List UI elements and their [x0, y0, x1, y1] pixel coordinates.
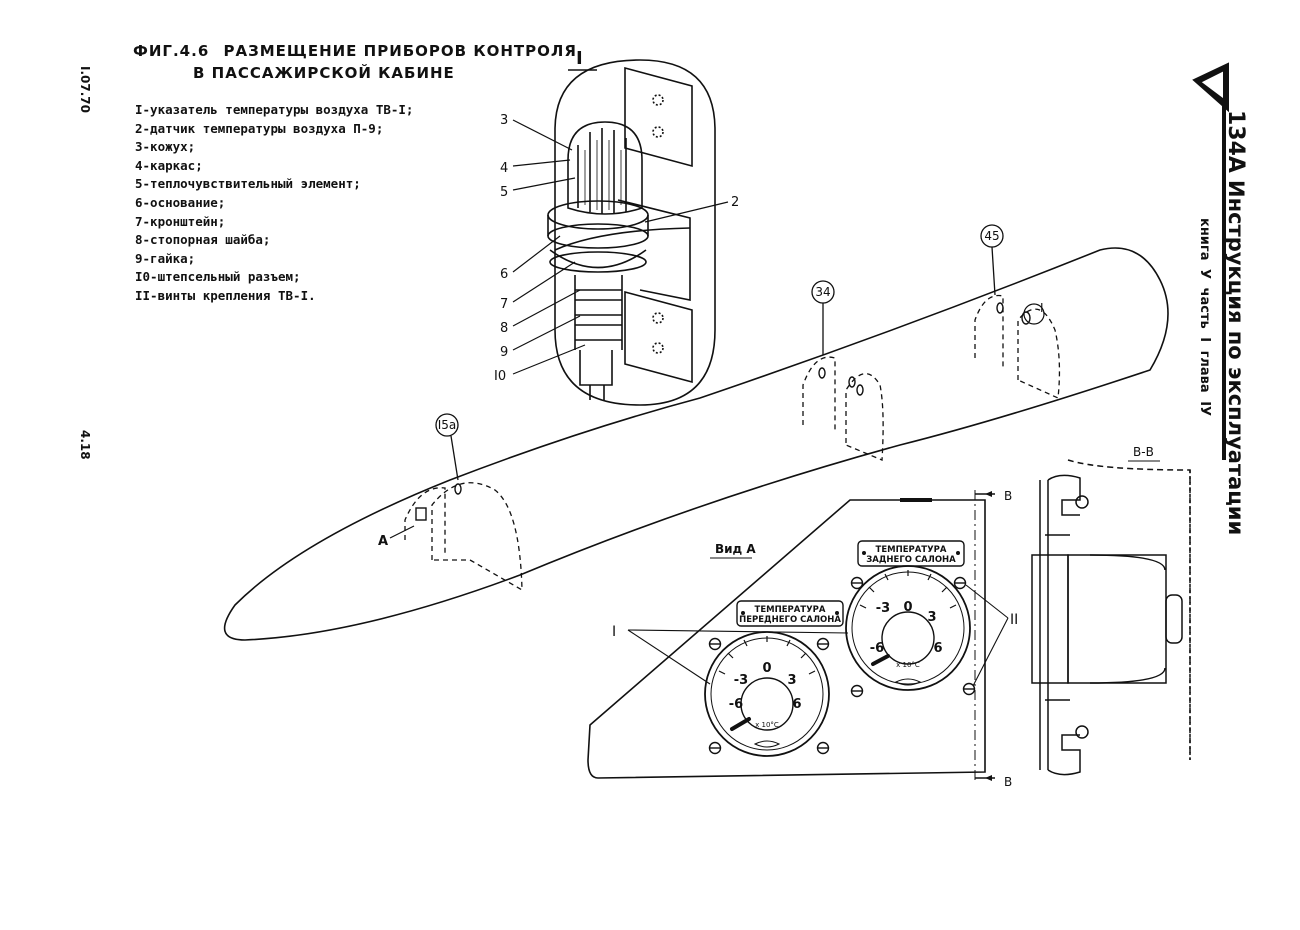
legend-item: 8-стопорная шайба; [135, 232, 271, 248]
gauge-emblem-icon [894, 678, 922, 686]
mounting-screws [708, 576, 976, 755]
frame-label: I5а [438, 418, 457, 432]
plate-rear-line1: ТЕМПЕРАТУРА [876, 545, 947, 555]
screw-icon [816, 741, 830, 755]
panel-view-label: Вид А [715, 542, 756, 556]
gauge-emblem-icon [753, 740, 781, 748]
section-view [1031, 459, 1191, 776]
figure-title-line1: РАЗМЕЩЕНИЕ ПРИБОРОВ КОНТРОЛЯ [223, 42, 577, 60]
screw-icon [962, 682, 976, 696]
screw-icon [708, 637, 722, 651]
screw-icon [850, 576, 864, 590]
gauge-scale-label: -3 [734, 673, 748, 688]
legend-item: I0-штепсельный разъем; [135, 269, 301, 285]
callout-label: 2 [731, 195, 739, 210]
callout-screws: II [1010, 612, 1018, 628]
gauge-rear: -3 0 3 -6 6 х 10°С [845, 565, 971, 691]
frame-markers [435, 224, 1004, 481]
section-arrows [985, 491, 992, 781]
callout-label: 5 [500, 185, 508, 200]
legend-item: I-указатель температуры воздуха ТВ-I; [135, 102, 414, 117]
gauge-scale-label: 3 [927, 610, 936, 625]
legend-item: 2-датчик температуры воздуха П-9; [135, 120, 384, 136]
margin-rule [1222, 100, 1226, 460]
callout-label: 9 [500, 345, 508, 360]
legend-item: 9-гайка; [135, 250, 196, 266]
section-marker-bottom: В [1004, 775, 1012, 789]
legend-item: 7-кронштейн; [135, 213, 226, 229]
plate-front-line2: ПЕРЕДНЕГО САЛОНА [739, 615, 841, 625]
plate-front-line1: ТЕМПЕРАТУРА [755, 605, 826, 615]
plate-front: ТЕМПЕРАТУРА ПЕРЕДНЕГО САЛОНА [736, 600, 844, 627]
detail-marker: I [1040, 301, 1044, 315]
screw-icon [708, 741, 722, 755]
gauge-scale-label: 6 [933, 641, 942, 656]
gauge-front: -3 0 3 -6 6 х 10°С [704, 631, 830, 757]
plate-rear-line2: ЗАДНЕГО САЛОНА [866, 555, 956, 565]
gauge-scale-label: 0 [762, 661, 771, 676]
figure-title-line2: В ПАССАЖИРСКОЙ КАБИНЕ [193, 64, 455, 82]
gauge-needle [871, 654, 890, 666]
gauge-scale-label: 6 [792, 697, 801, 712]
gauge-unit: х 10°С [896, 661, 920, 669]
detail-callouts: 3 4 5 2 6 7 8 9 I0 [494, 113, 739, 384]
section-view-label: В-В [1133, 445, 1154, 459]
detail-view-label: I [576, 48, 583, 69]
legend-item: 4-каркас; [135, 157, 203, 173]
legend-item: 3-кожух; [135, 139, 196, 155]
section-marker-top: В [1004, 489, 1012, 503]
gauge-needle [730, 717, 751, 731]
view-a-marker: А [378, 534, 388, 549]
screw-icon [816, 637, 830, 651]
frame-labels: I5а 34 45 [438, 229, 1000, 432]
gauge-scale-label: -3 [876, 601, 890, 616]
figure-number: ФИГ.4.6 [133, 42, 210, 60]
frame-label: 34 [815, 285, 830, 299]
callout-label: 3 [500, 113, 508, 128]
callout-label: 8 [500, 321, 508, 336]
fuselage-instruments [415, 302, 1045, 521]
legend-item: 5-теплочувствительный элемент; [135, 176, 361, 192]
callout-indicator: I [612, 624, 616, 640]
plate-rear: ТЕМПЕРАТУРА ЗАДНЕГО САЛОНА [857, 540, 965, 567]
gauge-unit: х 10°С [755, 721, 779, 729]
callout-label: 7 [500, 297, 508, 312]
gauge-scale-label: 3 [787, 673, 796, 688]
detail-leaders [512, 119, 729, 375]
callout-label: 6 [500, 267, 508, 282]
detail-view-capsule [547, 59, 716, 406]
callout-label: I0 [494, 369, 506, 384]
figure-title: ФИГ.4.6 РАЗМЕЩЕНИЕ ПРИБОРОВ КОНТРОЛЯ [133, 42, 577, 60]
screw-icon [850, 684, 864, 698]
legend-item: II-винты крепления ТВ-I. [135, 287, 316, 303]
screw-icon [953, 576, 967, 590]
panel-leaders [627, 584, 1009, 687]
gauge-scale-label: 0 [903, 600, 912, 615]
frame-label: 45 [984, 229, 999, 243]
publisher-logo-icon [1192, 62, 1229, 113]
legend-item: 6-основание; [135, 194, 226, 210]
gauge-scale-label: -6 [729, 697, 743, 712]
callout-label: 4 [500, 161, 508, 176]
gauge-scale-label: -6 [870, 641, 884, 656]
fuselage-outline [223, 247, 1169, 641]
legend: I-указатель температуры воздуха ТВ-I; 2-… [135, 101, 413, 306]
